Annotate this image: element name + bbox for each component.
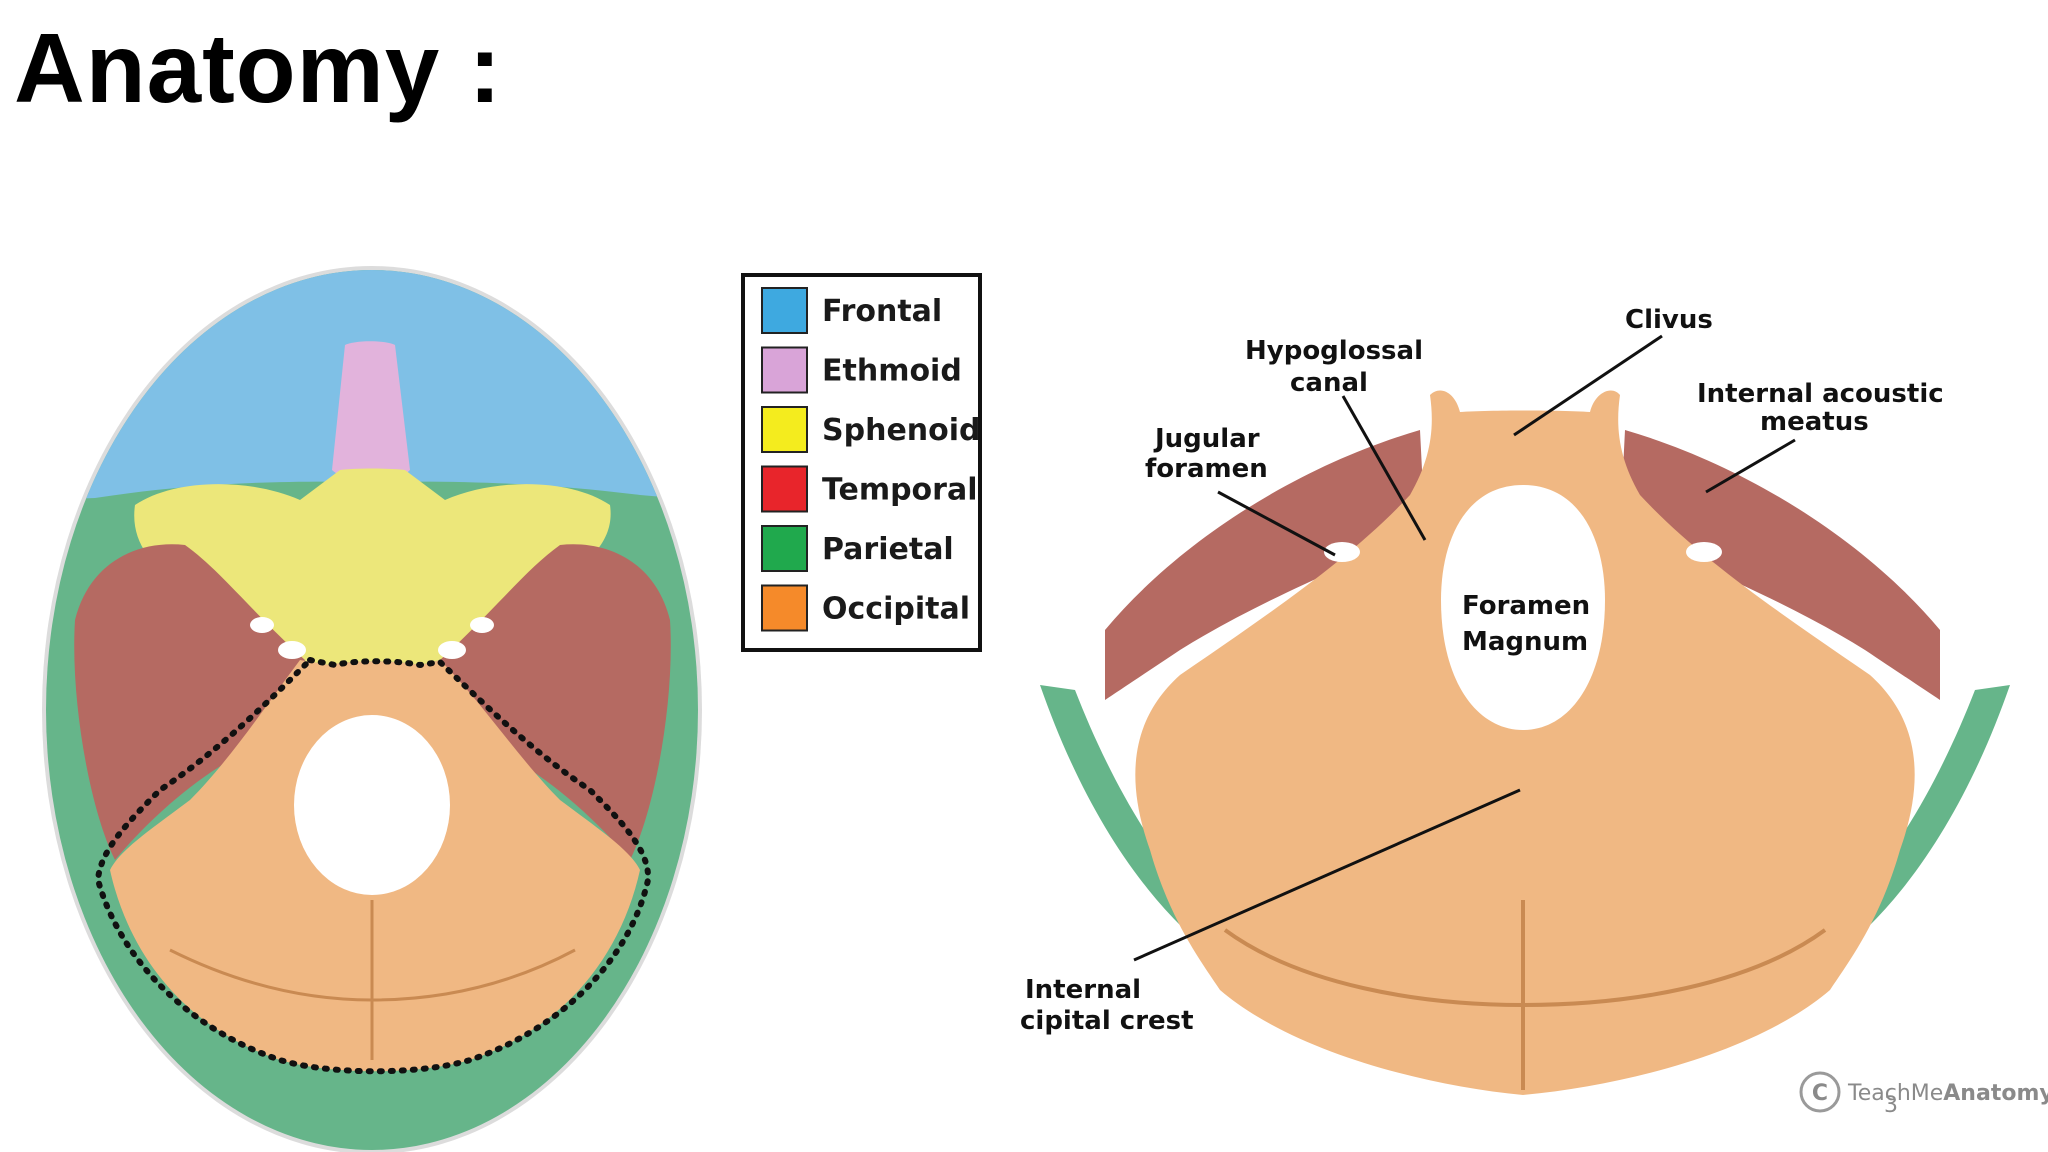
jugular-foramen	[1686, 542, 1722, 562]
label-foramen-magnum-line1: Foramen	[1462, 591, 1590, 621]
label-iam-line1: Internal acoustic	[1697, 379, 1944, 409]
legend-label-parietal: Parietal	[822, 532, 954, 567]
label-iam-line2: meatus	[1760, 407, 1869, 437]
legend-label-frontal: Frontal	[822, 294, 942, 329]
jugular-foramen	[1324, 542, 1360, 562]
legend-label-ethmoid: Ethmoid	[822, 354, 962, 389]
legend-label-occipital: Occipital	[822, 592, 970, 627]
temporal-region	[1620, 430, 1940, 700]
label-jugular-line1: Jugular	[1153, 424, 1260, 454]
posterior-fossa-diagram	[1040, 390, 2010, 1095]
copyright-icon	[1799, 1071, 1841, 1113]
small-foramen	[470, 617, 494, 633]
foramen-magnum-left	[294, 715, 450, 895]
occipital-region	[1135, 390, 1915, 1095]
legend-swatch-ethmoid	[761, 346, 808, 394]
legend-swatch-temporal	[761, 465, 808, 513]
hypoglossal-leader	[1341, 395, 1427, 541]
foramen-magnum	[1441, 485, 1605, 730]
legend-label-temporal: Temporal	[822, 473, 978, 508]
temporal-region	[1105, 430, 1425, 700]
label-clivus: Clivus	[1625, 305, 1713, 335]
slide-title: Anatomy :	[14, 13, 503, 123]
legend-swatch-sphenoid	[761, 406, 808, 453]
annotations	[1133, 334, 1796, 962]
skull-base-diagram	[42, 266, 702, 1152]
temporal-region-left	[74, 544, 305, 860]
label-foramen-magnum-line2: Magnum	[1462, 627, 1588, 657]
small-foramen	[278, 641, 306, 659]
label-hypoglossal-line2: canal	[1290, 368, 1368, 398]
legend-swatch-parietal	[761, 525, 808, 572]
teachmeanatomy-watermark: C TeachMeAnatomy 3	[1799, 1071, 2048, 1118]
small-foramen	[438, 641, 466, 659]
ioc-leader	[1133, 788, 1521, 962]
legend-label-sphenoid: Sphenoid	[822, 413, 981, 448]
small-foramen	[250, 617, 274, 633]
copyright-symbol: C	[1812, 1081, 1828, 1106]
watermark-text: TeachMeAnatomy	[1847, 1081, 2048, 1106]
clivus-leader	[1513, 334, 1663, 437]
bone-legend: FrontalEthmoidSphenoidTemporalParietalOc…	[741, 273, 982, 652]
jugular-leader	[1217, 490, 1336, 557]
iam-leader	[1705, 438, 1796, 494]
legend-swatch-occipital	[761, 584, 808, 632]
legend-swatch-frontal	[761, 287, 808, 334]
label-ioc-line2: cipital crest	[1020, 1006, 1194, 1036]
page-number: 3	[1884, 1093, 1898, 1118]
label-hypoglossal-line1: Hypoglossal	[1245, 336, 1423, 366]
temporal-region-right	[440, 544, 671, 860]
label-ioc-line1: Internal	[1025, 975, 1141, 1005]
ethmoid-region	[332, 341, 410, 482]
label-jugular-line2: foramen	[1145, 454, 1268, 484]
posterior-fossa-outline	[94, 657, 652, 1075]
